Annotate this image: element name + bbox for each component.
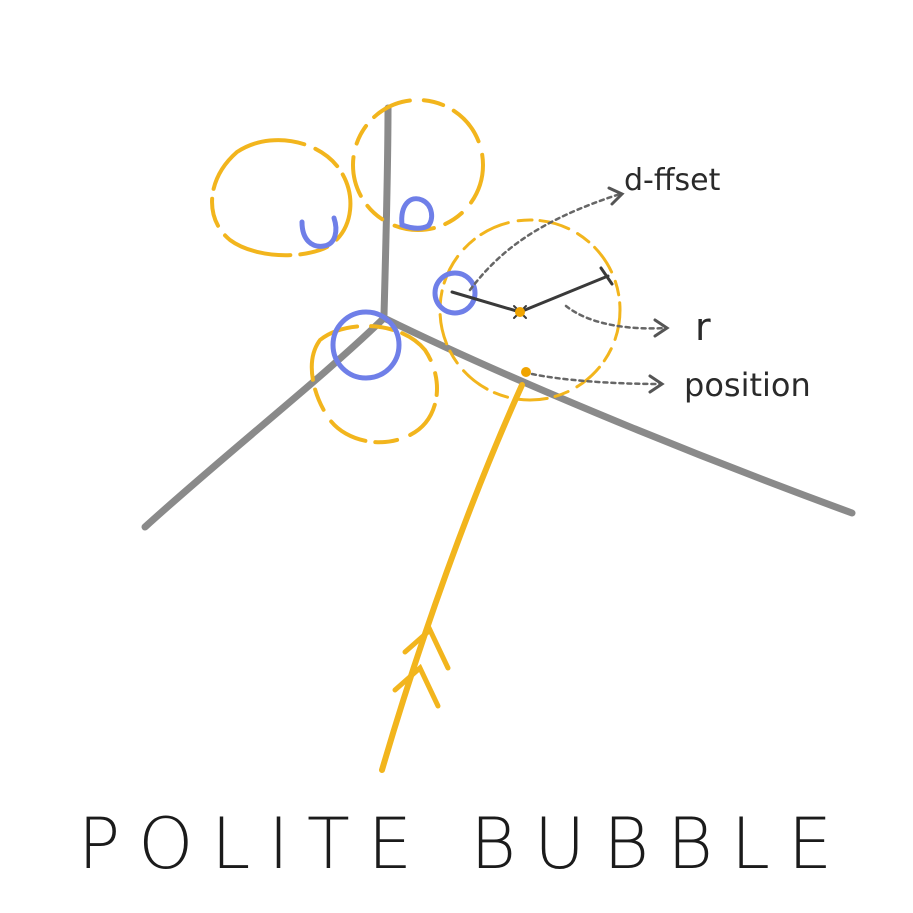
center-point	[515, 307, 525, 317]
radius-tick	[599, 266, 614, 286]
position-arrow	[530, 372, 662, 386]
contact-top	[399, 196, 435, 231]
bubble-main	[438, 218, 622, 402]
axis-vertical	[380, 104, 392, 319]
radius-arrow	[564, 304, 667, 330]
axes	[141, 104, 856, 531]
position-point	[521, 367, 531, 377]
contact-origin	[330, 309, 402, 381]
contact-top-left	[299, 215, 339, 249]
ray	[379, 382, 525, 773]
radius-arrowhead	[653, 318, 670, 338]
axis-right	[380, 314, 856, 517]
contacts	[299, 196, 478, 381]
axis-left	[141, 314, 388, 531]
callouts	[468, 192, 667, 386]
diagram-title: POLITE BUBBLE	[78, 803, 850, 885]
bubble-top-left	[210, 138, 353, 258]
position-arrowhead	[648, 374, 665, 394]
radius-line	[518, 274, 610, 314]
offset-arrowhead	[607, 186, 625, 206]
contact-main	[432, 270, 478, 316]
offset-label: d-ffset	[624, 163, 721, 198]
ray-fletch-2	[392, 663, 441, 709]
offset-arrow	[468, 192, 622, 292]
bubbles	[210, 98, 622, 445]
offset-line	[450, 290, 522, 314]
bubble-top	[351, 98, 485, 232]
bubble-bottom	[309, 324, 439, 445]
position-label: position	[684, 366, 811, 404]
radius-label: r	[695, 305, 711, 349]
ray-fletch-1	[402, 625, 451, 671]
ray-shaft	[379, 382, 525, 773]
arrowheads	[607, 186, 670, 394]
